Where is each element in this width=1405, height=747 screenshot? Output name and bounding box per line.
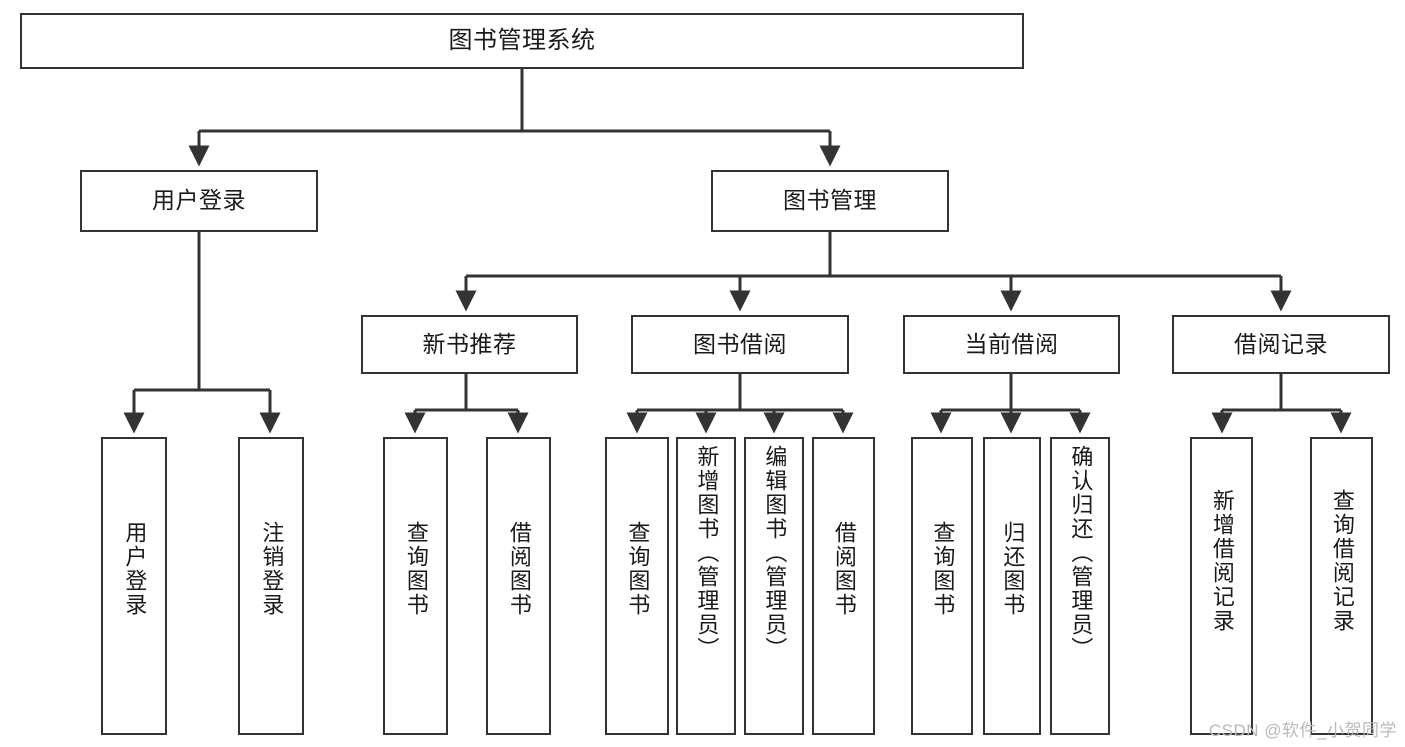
node-book-borrow[interactable]: 图书借阅 [631,315,849,374]
node-label: 用户登录 [122,521,148,617]
node-label: 归还图书 [1000,521,1026,617]
node-leaf-query-book-1[interactable]: 查询图书 [383,437,448,735]
node-current-borrow[interactable]: 当前借阅 [903,315,1120,374]
node-label: 编辑图书（管理员） [762,445,788,661]
node-label: 查询借阅记录 [1329,489,1355,633]
node-label: 图书管理 [783,187,877,214]
node-leaf-logout-login[interactable]: 注销登录 [238,437,304,735]
node-leaf-query-record[interactable]: 查询借阅记录 [1310,437,1373,735]
node-label: 查询图书 [930,521,956,617]
node-label: 借阅记录 [1234,330,1328,357]
node-label: 新增借阅记录 [1209,489,1235,633]
node-user-login[interactable]: 用户登录 [80,170,318,232]
node-label: 当前借阅 [964,330,1059,357]
node-label: 新书推荐 [422,330,517,357]
node-label: 图书管理系统 [448,26,596,54]
node-leaf-user-login[interactable]: 用户登录 [101,437,167,735]
node-leaf-edit-book[interactable]: 编辑图书（管理员） [744,437,804,735]
node-label: 查询图书 [403,521,429,617]
node-book-manage[interactable]: 图书管理 [711,170,949,232]
csdn-watermark: CSDN @软件_小贺同学 [1208,721,1397,740]
node-label: 借阅图书 [506,521,532,617]
node-leaf-borrow-book-2[interactable]: 借阅图书 [812,437,875,735]
node-leaf-add-record[interactable]: 新增借阅记录 [1190,437,1253,735]
node-label: 确认归还（管理员） [1068,445,1094,661]
node-borrow-record[interactable]: 借阅记录 [1172,315,1390,374]
node-new-book-recommend[interactable]: 新书推荐 [361,315,578,374]
node-label: 注销登录 [259,521,285,617]
node-label: 用户登录 [152,187,246,214]
node-leaf-query-book-2[interactable]: 查询图书 [605,437,669,735]
node-leaf-confirm-return[interactable]: 确认归还（管理员） [1050,437,1110,735]
node-label: 借阅图书 [831,521,857,617]
node-label: 新增图书（管理员） [694,445,720,661]
node-label: 查询图书 [625,521,651,617]
node-leaf-borrow-book-1[interactable]: 借阅图书 [486,437,551,735]
node-leaf-return-book[interactable]: 归还图书 [983,437,1041,735]
node-label: 图书借阅 [693,330,787,357]
node-leaf-query-book-3[interactable]: 查询图书 [911,437,973,735]
node-root-system[interactable]: 图书管理系统 [20,13,1024,69]
node-leaf-add-book[interactable]: 新增图书（管理员） [676,437,736,735]
